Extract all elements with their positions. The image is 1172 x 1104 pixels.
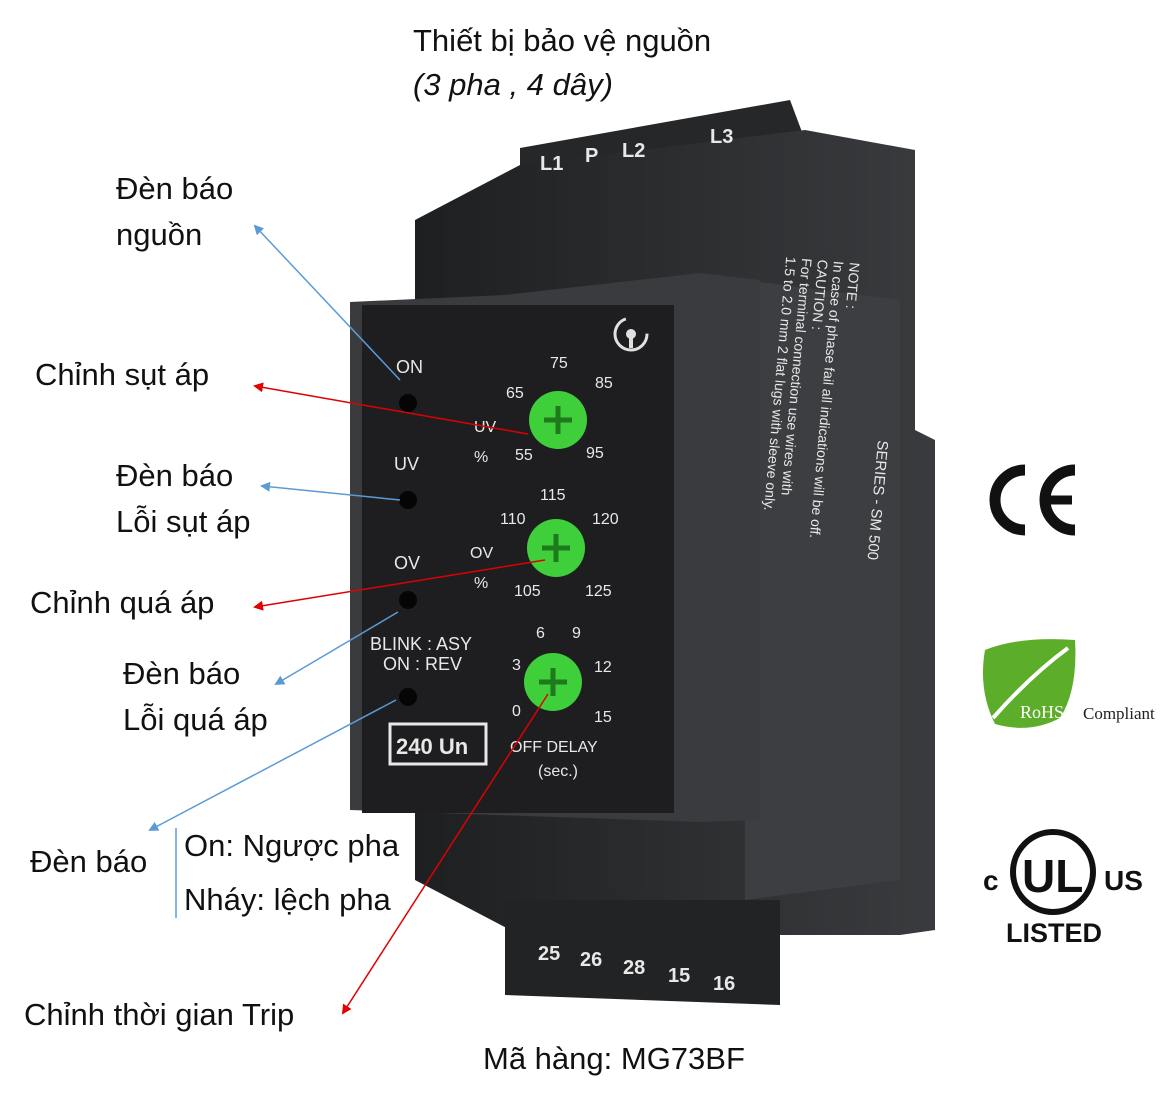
arrow-phase-led <box>148 699 397 831</box>
label-phase-on: On: Ngược pha <box>184 828 400 863</box>
dial-name: (sec.) <box>538 763 578 780</box>
led-label-on: ON <box>396 357 423 377</box>
dial-tick-label: 65 <box>506 385 524 402</box>
terminal-label: P <box>585 145 598 167</box>
terminal-label: 15 <box>668 965 690 987</box>
led-label-blink: BLINK : ASY <box>370 634 472 654</box>
svg-text:NOTE :: NOTE : <box>843 262 863 310</box>
dial-tick-label: 125 <box>585 583 612 600</box>
dial-tick-label: 115 <box>540 487 566 504</box>
phase-led <box>399 688 417 706</box>
arrow-ov-led <box>274 611 399 686</box>
terminal-label: L3 <box>710 126 733 148</box>
dial-tick-label: 55 <box>515 447 533 464</box>
arrow-trip-adjust <box>341 693 549 1015</box>
front-panel <box>362 305 674 813</box>
title-line1: Thiết bị bảo vệ nguồn <box>413 23 712 58</box>
arrow-ov-adjust <box>253 559 546 611</box>
ov-led <box>399 591 417 609</box>
dial-tick-label: 15 <box>594 709 612 726</box>
dial-tick-label: 110 <box>500 511 526 528</box>
dial-tick-label: 3 <box>512 657 521 674</box>
dial-tick-label: 95 <box>586 445 604 462</box>
dial-tick-label: 120 <box>592 511 619 528</box>
rohs-text: RoHS <box>1020 702 1064 722</box>
protection-relay-device: L1 P L2 L3 25 26 28 15 16 ON UV OV BLINK… <box>350 100 935 1005</box>
ul-listed-icon: UL c US LISTED <box>983 829 1143 948</box>
dial-name: OV <box>470 545 493 562</box>
label-ov-adjust: Chỉnh quá áp <box>30 585 215 620</box>
terminal-label: 16 <box>713 973 735 995</box>
label-trip-adjust: Chỉnh thời gian Trip <box>24 997 295 1032</box>
dial-tick-label: 6 <box>536 625 545 642</box>
rohs-compliant-text: Compliant <box>1083 704 1155 723</box>
uv-dial[interactable]: UV % 65 75 85 55 95 <box>474 355 613 466</box>
ov-dial[interactable]: OV % 110 115 120 105 125 <box>470 487 619 600</box>
dial-name: % <box>474 449 488 466</box>
svg-text:UL: UL <box>1022 850 1083 902</box>
svg-text:CAUTION :: CAUTION : <box>809 259 831 331</box>
arrow-uv-adjust <box>253 382 529 435</box>
dial-tick-label: 12 <box>594 659 612 676</box>
annotation-arrows <box>148 224 549 1015</box>
rating-box <box>388 722 488 766</box>
dial-tick-label: 105 <box>514 583 541 600</box>
off-delay-dial[interactable]: 6 9 3 12 0 15 OFF DELAY (sec.) <box>510 625 612 780</box>
title-line2: (3 pha , 4 dây) <box>413 67 613 102</box>
label-uv-adjust: Chỉnh sụt áp <box>35 357 210 392</box>
svg-text:c: c <box>983 865 999 896</box>
terminal-label: 28 <box>623 957 645 979</box>
bottom-terminal-block <box>505 900 780 1005</box>
device-side-panel <box>745 280 900 900</box>
label-phase-led: Đèn báo <box>30 844 148 879</box>
dial-name: OFF DELAY <box>510 739 598 756</box>
led-label-rev: ON : REV <box>383 654 462 674</box>
dial-tick-label: 75 <box>550 355 568 372</box>
led-label-uv: UV <box>394 454 419 474</box>
rohs-leaf-icon <box>982 639 1076 728</box>
label-model: Mã hàng: MG73BF <box>483 1041 745 1076</box>
dial-name: UV <box>474 419 497 436</box>
rating-text: 240 Un <box>396 734 468 759</box>
dial-tick-label: 9 <box>572 625 581 642</box>
dial-name: % <box>474 575 488 592</box>
ce-mark-icon <box>989 464 1076 536</box>
label-phase-blink: Nháy: lệch pha <box>184 882 391 917</box>
dial-tick-label: 85 <box>595 375 613 392</box>
arrow-power-led <box>253 224 401 381</box>
svg-text:US: US <box>1104 865 1143 896</box>
led-label-ov: OV <box>394 553 420 573</box>
arrow-uv-led <box>260 481 401 501</box>
uv-led <box>399 491 417 509</box>
terminal-label: 26 <box>580 949 602 971</box>
terminal-label: L1 <box>540 153 563 175</box>
terminal-label: L2 <box>622 140 645 162</box>
brand-logo-icon <box>613 316 649 352</box>
terminal-label: 25 <box>538 943 560 965</box>
dial-tick-label: 0 <box>512 703 521 720</box>
power-led <box>399 394 417 412</box>
svg-text:LISTED: LISTED <box>1006 918 1102 948</box>
